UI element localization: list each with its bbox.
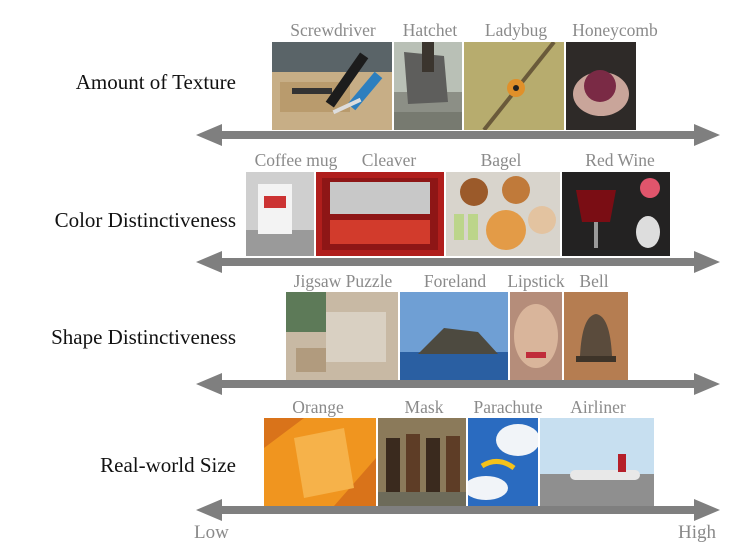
image-label-parachute: Parachute [473, 397, 543, 417]
shape-axis-arrow [196, 373, 720, 395]
image-label-honeycomb: Honeycomb [572, 20, 658, 40]
cleaver-image [316, 172, 444, 256]
image-label-orange: Orange [292, 397, 344, 417]
red-wine-image [562, 172, 670, 256]
bell-image [564, 292, 628, 380]
bagel-image [446, 172, 560, 256]
image-label-bell: Bell [579, 271, 609, 291]
image-label-cleaver: Cleaver [361, 150, 417, 170]
coffee-mug-image [246, 172, 314, 256]
image-label-ladybug: Ladybug [484, 20, 548, 40]
foreland-image [400, 292, 508, 380]
parachute-image [468, 418, 538, 506]
honeycomb-image [566, 42, 636, 130]
size-axis-arrow [196, 499, 720, 521]
image-label-coffee-mug: Coffee mug [254, 150, 338, 170]
hatchet-image [394, 42, 462, 130]
jigsaw-puzzle-image [286, 292, 398, 380]
row-label-shape: Shape Distinctiveness [51, 325, 236, 349]
image-label-foreland: Foreland [423, 271, 487, 291]
screwdriver-image [272, 42, 392, 130]
image-label-lipstick: Lipstick [507, 271, 565, 291]
image-label-jigsaw-puzzle: Jigsaw Puzzle [293, 271, 393, 291]
lipstick-image [510, 292, 562, 380]
image-label-screwdriver: Screwdriver [290, 20, 376, 40]
image-label-hatchet: Hatchet [402, 20, 458, 40]
axis-high-label: High [678, 522, 716, 543]
image-label-red-wine: Red Wine [585, 150, 655, 170]
mask-image [378, 418, 466, 506]
airliner-image [540, 418, 654, 506]
texture-axis-arrow [196, 124, 720, 146]
image-label-bagel: Bagel [480, 150, 522, 170]
color-axis-arrow [196, 251, 720, 273]
row-label-color: Color Distinctiveness [54, 208, 236, 232]
image-label-airliner: Airliner [570, 397, 626, 417]
ladybug-image [464, 42, 564, 130]
row-label-size: Real-world Size [100, 453, 236, 477]
orange-image [264, 418, 376, 506]
image-label-mask: Mask [404, 397, 444, 417]
row-label-texture: Amount of Texture [75, 70, 236, 94]
axis-low-label: Low [194, 522, 229, 543]
